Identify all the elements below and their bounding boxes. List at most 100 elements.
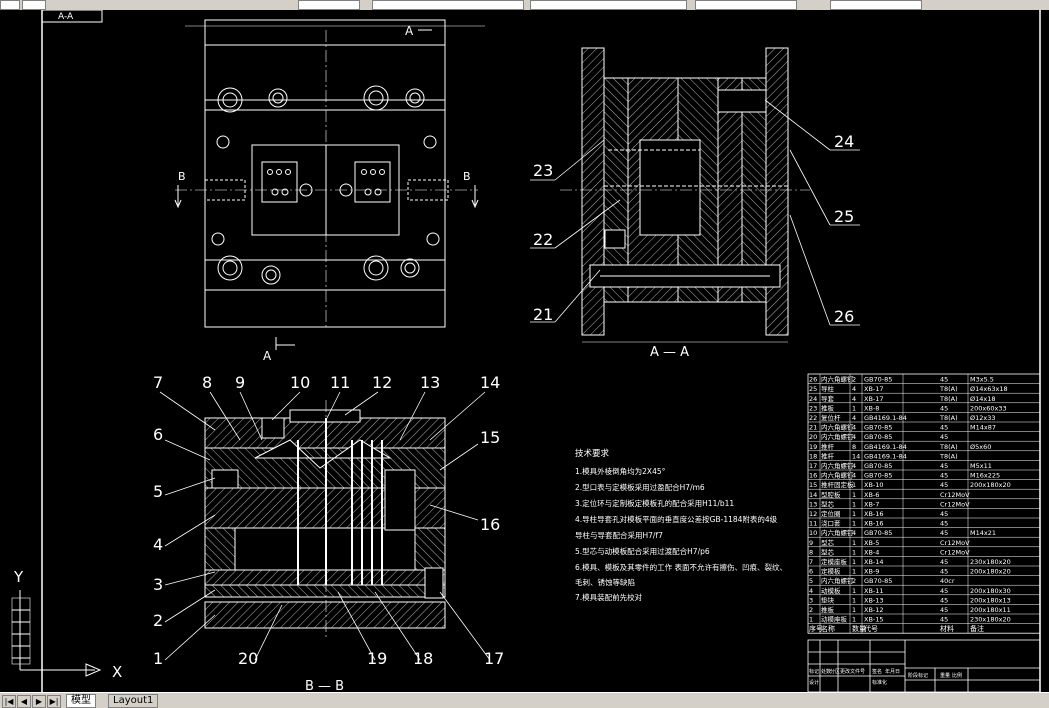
tech-req-line: 导柱与导套配合采用H7/f7	[575, 530, 663, 540]
part-number-17: 17	[484, 649, 504, 668]
bom-cell: XB-9	[864, 568, 879, 576]
bom-cell: 9	[809, 539, 813, 547]
tech-requirements: 技术要求 1.模具外棱倒角均为2X45° 2.型口表与定模板采用过盈配合H7/m…	[575, 448, 787, 602]
bom-cell: 45	[940, 568, 948, 576]
bom-cell: Ø12x33	[970, 414, 996, 422]
bom-cell: 200x180x11	[970, 606, 1011, 614]
tb-label: 标记	[809, 668, 819, 675]
bom-cell: XB-16	[864, 520, 884, 528]
bom-cell: GB70-85	[864, 462, 892, 470]
bom-cell: 4	[852, 472, 856, 480]
tb-label: 处数	[821, 668, 831, 675]
bom-cell: 1	[852, 520, 856, 528]
bom-cell: 内六角螺钉	[821, 461, 854, 470]
bom-cell: GB70-85	[864, 472, 892, 480]
bom-cell: 45	[940, 481, 948, 489]
tech-req-line: 7.模具装配前先校对	[575, 592, 643, 602]
bom-cell: 21	[809, 424, 817, 432]
bom-cell: 1	[852, 481, 856, 489]
next-tab-button[interactable]: ▶	[32, 695, 46, 708]
bom-cell: 14	[809, 491, 817, 499]
bom-cell: GB70-85	[864, 577, 892, 585]
first-tab-button[interactable]: |◀	[2, 695, 16, 708]
part-number-10: 10	[290, 373, 310, 392]
bom-cell: 200x180x13	[970, 596, 1011, 604]
drawing-canvas[interactable]: A-A	[0, 10, 1049, 692]
bom-cell: 20	[809, 433, 817, 441]
color-dropdown[interactable]	[830, 0, 922, 10]
tech-req-line: 3.定位环与定制板定模板孔的配合采用H11/b11	[575, 498, 734, 508]
tb-label: 比例	[952, 672, 962, 679]
layer-dropdown[interactable]	[298, 0, 360, 10]
prev-tab-button[interactable]: ◀	[17, 695, 31, 708]
bom-cell: 4	[852, 395, 856, 403]
bom-cell: Ø5x60	[970, 443, 991, 451]
part-number-8: 8	[202, 373, 212, 392]
bom-cell: Cr12MoV	[940, 500, 970, 508]
part-number-16: 16	[480, 515, 500, 534]
bom-cell: T8(A)	[939, 395, 958, 403]
bom-cell: 推板	[821, 403, 835, 412]
bom-cell: 200x180x20	[970, 481, 1011, 489]
bom-cell: 动模板	[821, 586, 841, 595]
bom-cell: 4	[852, 424, 856, 432]
bom-cell: GB70-85	[864, 424, 892, 432]
front-view-leaders	[159, 391, 491, 661]
part-number-1: 1	[153, 649, 163, 668]
title-block	[807, 639, 1041, 692]
tech-req-line: 4.导柱导套孔对模板平面的垂直度公差按GB-1184附表的4级	[575, 514, 778, 524]
tech-req-line: 5.型芯与动模板配合采用过渡配合H7/p6	[575, 546, 710, 556]
bom-cell: 4	[852, 414, 856, 422]
bom-cell: 内六角螺钉	[821, 423, 854, 432]
bom-cell: 14	[852, 452, 860, 460]
lineweight-dropdown[interactable]	[530, 0, 687, 10]
tb-label: 标准化	[872, 679, 887, 686]
bom-cell: Ø14x18	[970, 395, 996, 403]
bom-cell: XB-14	[864, 558, 884, 566]
bom-header-cell: 材料	[940, 624, 954, 633]
bom-cell: 45	[940, 424, 948, 432]
bom-cell: 45	[940, 587, 948, 595]
bom-cell: XB-4	[864, 548, 879, 556]
bom-cell: 230x180x20	[970, 558, 1011, 566]
bom-cell: 推板	[821, 605, 835, 614]
bom-cell: 垫块	[821, 595, 835, 604]
bom-cell: 3	[809, 596, 813, 604]
tb-label: 设计	[809, 679, 819, 686]
bom-cell: 内六角螺钉	[821, 528, 854, 537]
part-number-20: 20	[238, 649, 258, 668]
bom-cell: T8(A)	[939, 452, 958, 460]
bom-cell: XB-15	[864, 616, 884, 624]
toolbar-button[interactable]	[22, 0, 46, 10]
part-number-14: 14	[480, 373, 500, 392]
bom-cell: 45	[940, 462, 948, 470]
tab-model[interactable]: 模型	[66, 694, 96, 708]
bom-cell: 推杆固定板	[821, 480, 854, 489]
bom-cell: 45	[940, 404, 948, 412]
part-number-13: 13	[420, 373, 440, 392]
bom-cell: XB-13	[864, 596, 884, 604]
plotstyle-dropdown[interactable]	[695, 0, 797, 10]
tb-label: 分区	[830, 668, 840, 675]
front-view-title: B — B	[305, 679, 344, 692]
bom-cell: XB-12	[864, 606, 884, 614]
bom-cell: 45	[940, 558, 948, 566]
bom-cell: M14x21	[970, 529, 996, 537]
linetype-dropdown[interactable]	[372, 0, 524, 10]
bom-cell: 内六角螺钉	[821, 432, 854, 441]
tab-layout1[interactable]: Layout1	[108, 694, 159, 708]
tech-req-line: 1.模具外棱倒角均为2X45°	[575, 466, 666, 476]
drawing-frame	[41, 10, 1041, 692]
bom-cell: 1	[809, 616, 813, 624]
bom-cell: 1	[852, 558, 856, 566]
last-tab-button[interactable]: ▶|	[47, 695, 61, 708]
bom-cell: 40cr	[940, 577, 955, 585]
bom-cell: 型芯	[821, 547, 835, 556]
bom-cell: Cr12MoV	[940, 491, 970, 499]
part-number-4: 4	[153, 535, 163, 554]
toolbar-strip	[0, 0, 1049, 10]
bom-cell: 定位圈	[821, 509, 841, 518]
toolbar-button[interactable]	[0, 0, 20, 10]
bom-cell: 12	[809, 510, 817, 518]
